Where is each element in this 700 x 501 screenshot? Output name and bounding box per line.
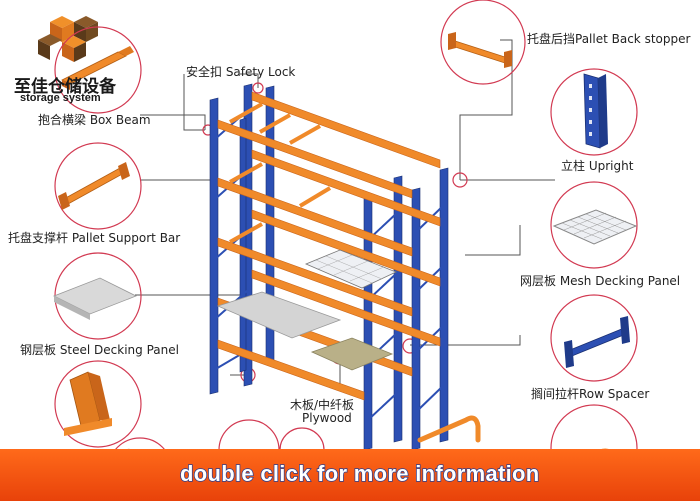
label-pallet-support-bar: 托盘支撑杆 Pallet Support Bar (8, 231, 181, 245)
rack-support-bars (229, 102, 332, 244)
pallet-support-bar-thumb (58, 162, 130, 210)
safety-lock-thumb (64, 371, 112, 436)
steel-decking-thumb (53, 277, 137, 320)
logo-mark (38, 16, 98, 62)
upright-thumb (583, 73, 608, 149)
mesh-decking-thumb (552, 209, 638, 245)
brand-name-cn: 至佳仓储设备 (14, 77, 116, 97)
leader-lines (135, 39, 555, 390)
rack-plywood (310, 337, 394, 371)
rack-steel-panel (216, 291, 342, 339)
banner-text[interactable]: double click for more information (179, 460, 540, 487)
label-box-beam: 抱合横梁 Box Beam (38, 113, 151, 127)
label-steel-decking-panel: 钢层板 Steel Decking Panel (20, 343, 179, 357)
label-mesh-decking-panel: 网层板 Mesh Decking Panel (520, 274, 681, 288)
label-safety-lock: 安全扣 Safety Lock (186, 65, 296, 79)
rack-mesh-panel (304, 249, 398, 289)
box-beam-thumb (61, 46, 134, 90)
label-row-spacer: 搁间拉杆Row Spacer (531, 387, 650, 401)
label-upright: 立柱 Upright (561, 159, 634, 173)
pallet-back-stopper-thumb (448, 32, 512, 68)
info-banner[interactable] (0, 449, 700, 501)
row-spacer-thumb (564, 316, 630, 368)
brand-name-en: storage system (20, 92, 101, 104)
label-pallet-back-stopper: 托盘后挡Pallet Back stopper (527, 32, 691, 46)
label-plywood-en: Plywood (302, 411, 352, 425)
label-plywood-cn: 木板/中纤板 (290, 398, 355, 412)
